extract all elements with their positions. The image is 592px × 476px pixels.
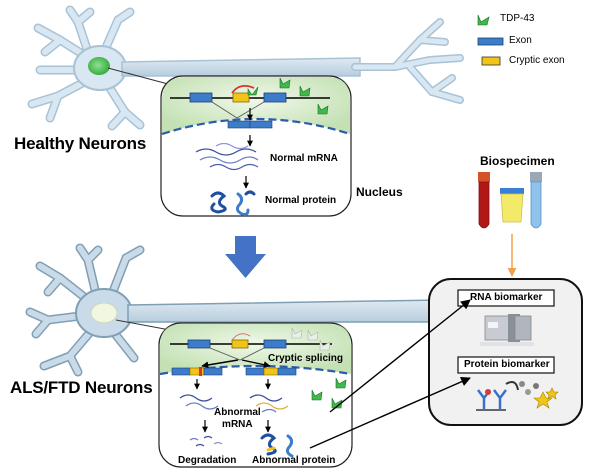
- legend-cryptic-exon-label: Cryptic exon: [509, 55, 565, 66]
- biospecimen-title: Biospecimen: [480, 154, 555, 168]
- abnormal-protein-label: Abnormal protein: [252, 455, 336, 466]
- healthy-nucleus-panel: [160, 75, 352, 217]
- normal-mrna-label: Normal mRNA: [270, 153, 338, 164]
- cryptic-exon-legend-icon: [481, 56, 501, 66]
- nucleus-label: Nucleus: [356, 185, 403, 199]
- normal-protein-label: Normal protein: [265, 195, 337, 206]
- cryptic-splicing-label: Cryptic splicing: [268, 353, 344, 364]
- disease-transition-arrow: [225, 236, 266, 278]
- tdp43-legend-icon: [477, 14, 490, 26]
- healthy-nucleus: [88, 57, 110, 75]
- exon-legend-icon: [477, 37, 504, 46]
- als-ftd-neurons-title: ALS/FTD Neurons: [10, 378, 153, 397]
- disease-neuron: [25, 243, 441, 377]
- rna-biomarker-box: [457, 289, 555, 307]
- legend: [477, 14, 504, 66]
- legend-tdp43-label: TDP-43: [500, 13, 535, 24]
- abnormal-mrna-label: Abnormal mRNA: [214, 407, 261, 430]
- exon-block: [263, 92, 287, 103]
- disease-nucleus: [90, 302, 118, 324]
- protein-biomarker-box: [457, 356, 555, 374]
- protein-biomarker-label: Protein biomarker: [464, 359, 550, 370]
- biospecimen-tubes: [478, 172, 542, 277]
- rna-biomarker-label: RNA biomarker: [470, 292, 543, 303]
- biomarker-box: [428, 278, 583, 426]
- degradation-label: Degradation: [178, 455, 237, 466]
- cryptic-exon-block: [232, 92, 250, 103]
- exon-block: [189, 92, 213, 103]
- legend-exon-label: Exon: [509, 35, 532, 46]
- healthy-neurons-title: Healthy Neurons: [14, 134, 147, 153]
- disease-nucleus-panel: [158, 322, 353, 468]
- healthy-neuron: [27, 5, 464, 131]
